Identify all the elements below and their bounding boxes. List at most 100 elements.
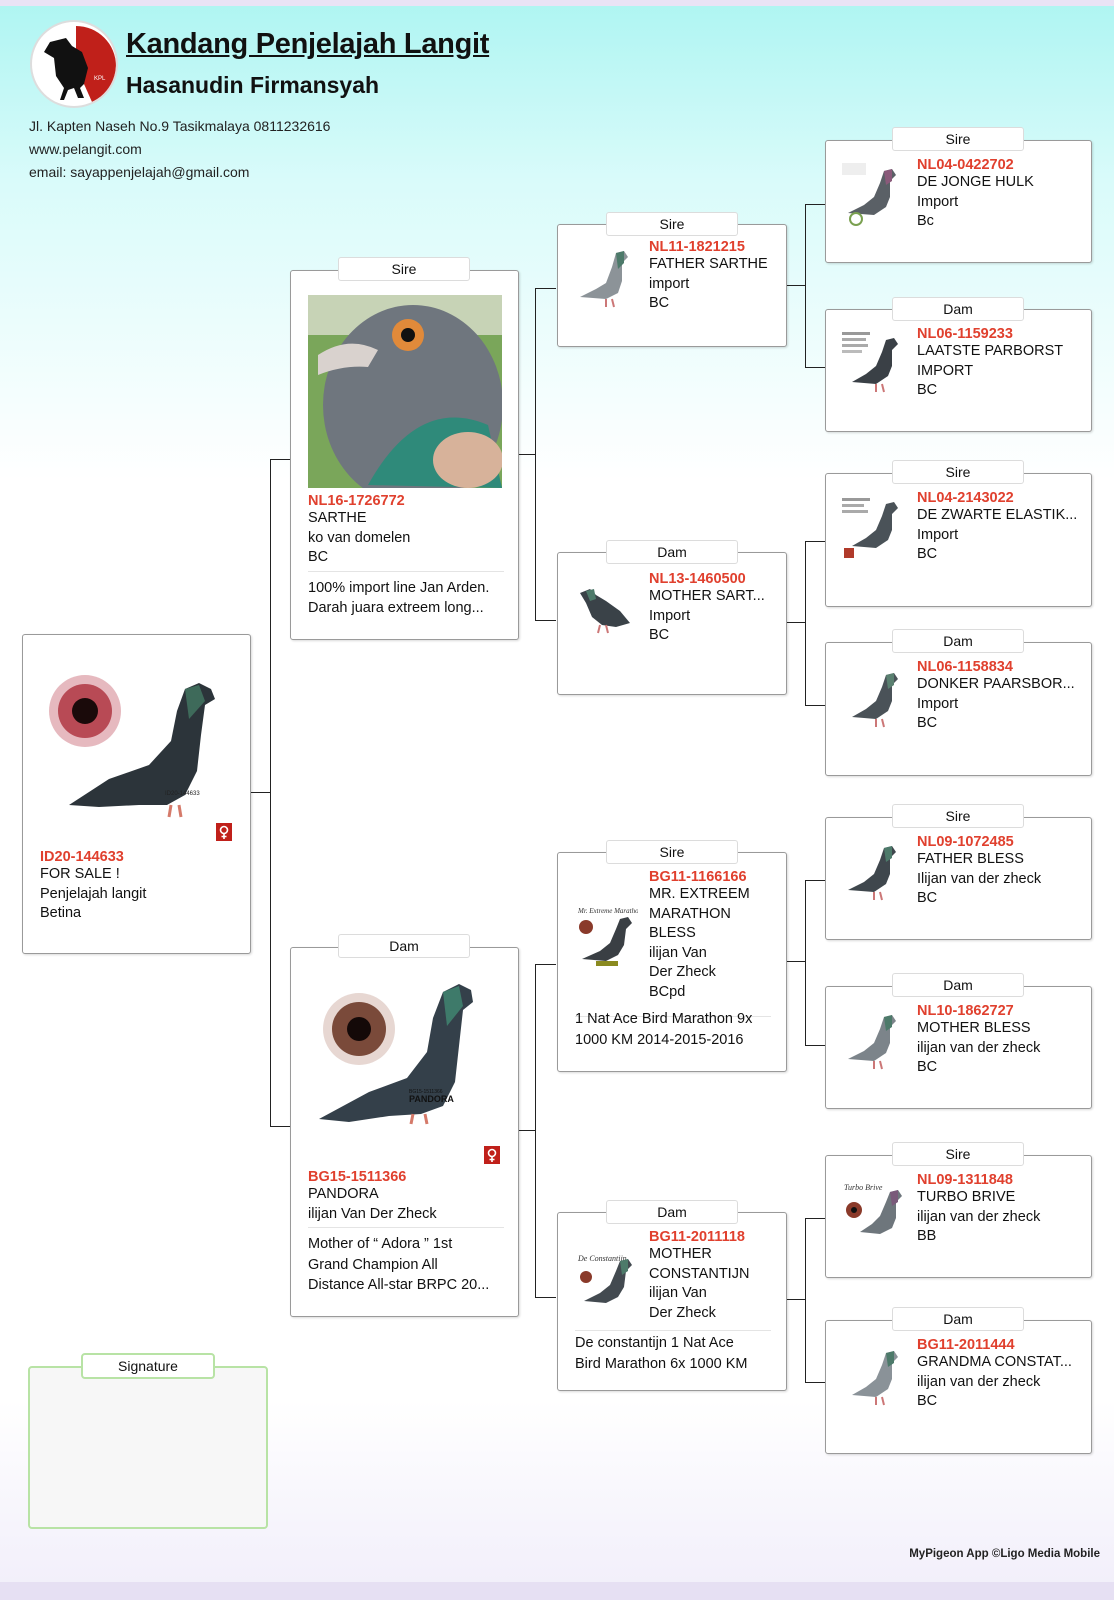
gen3-card-4[interactable]: NL06-1158834 DONKER PAARSBOR... Import B… bbox=[825, 642, 1092, 776]
pigeon-line: import bbox=[649, 275, 690, 292]
ring-number: NL09-1311848 bbox=[917, 1172, 1013, 1188]
ring-number: BG11-2011444 bbox=[917, 1337, 1015, 1353]
ring-number: NL13-1460500 bbox=[649, 571, 746, 587]
signature-box[interactable] bbox=[28, 1366, 268, 1529]
divider bbox=[575, 1330, 771, 1331]
subject-card[interactable]: ID20-144633 ID20-144633 FOR SALE ! Penje… bbox=[22, 634, 251, 954]
pigeon-line: ilijan van der zheck bbox=[917, 1373, 1041, 1390]
pigeon-line: Import bbox=[917, 526, 959, 543]
connector bbox=[270, 459, 271, 1127]
ring-number: NL04-0422702 bbox=[917, 157, 1014, 173]
pigeon-line: ilijan Van Der Zheck bbox=[308, 1205, 437, 1222]
subject-pigeon-photo: ID20-144633 bbox=[49, 675, 215, 818]
connector bbox=[805, 705, 826, 706]
divider bbox=[308, 570, 504, 572]
website-link[interactable]: www.pelangit.com bbox=[29, 141, 142, 157]
connector bbox=[805, 1218, 806, 1383]
ring-number: BG15-1511366 bbox=[308, 1169, 407, 1185]
dam-sire-card[interactable]: Mr. Extreme Marathon Bless BG11-1166166 … bbox=[557, 852, 787, 1072]
pigeon-line: MARATHON bbox=[649, 905, 731, 922]
dam-tag: Dam bbox=[338, 934, 470, 958]
dam-tag: Dam bbox=[606, 540, 738, 564]
pigeon-line: ilijan Van bbox=[649, 944, 707, 961]
pigeon-line: Betina bbox=[40, 905, 82, 921]
pigeon-line: ilijan van der zheck bbox=[917, 1208, 1041, 1225]
gen3-card-8[interactable]: BG11-2011444 GRANDMA CONSTAT... ilijan v… bbox=[825, 1320, 1092, 1454]
pigeon-line: BC bbox=[917, 890, 938, 906]
pigeon-line: MOTHER SART... bbox=[649, 588, 765, 604]
sire-tag: Sire bbox=[892, 460, 1024, 484]
pigeon-line: BC bbox=[308, 549, 329, 565]
gen3-card-7[interactable]: Turbo Brive NL09-1311848 TURBO BRIVE ili… bbox=[825, 1155, 1092, 1278]
pigeon-note: Grand Champion All bbox=[308, 1256, 438, 1273]
ring-number: NL10-1862727 bbox=[917, 1003, 1014, 1019]
pigeon-line: GRANDMA CONSTAT... bbox=[917, 1354, 1072, 1370]
loft-logo: KPL bbox=[30, 20, 118, 108]
pigeon-line: BCpd bbox=[649, 983, 686, 1000]
pigeon-line: Bc bbox=[917, 213, 934, 229]
sire-tag: Sire bbox=[892, 127, 1024, 151]
connector bbox=[786, 961, 806, 962]
pigeon-thumbnail bbox=[852, 673, 898, 728]
pigeon-line: BC bbox=[917, 382, 938, 398]
connector bbox=[518, 1130, 536, 1131]
owner-name: Hasanudin Firmansyah bbox=[126, 72, 380, 98]
female-icon bbox=[216, 823, 232, 841]
ring-number: NL06-1159233 bbox=[917, 326, 1013, 342]
dam-dam-card[interactable]: De Constantijn BG11-2011118 MOTHER CONST… bbox=[557, 1212, 787, 1391]
photo-ring: BG15-1511366 bbox=[409, 1089, 443, 1095]
pigeon-line: BC bbox=[917, 1059, 938, 1075]
connector bbox=[535, 1297, 556, 1298]
connector bbox=[535, 620, 556, 621]
pigeon-line: ilijan Van bbox=[649, 1285, 707, 1301]
connector bbox=[270, 1126, 291, 1127]
signature-label: Signature bbox=[81, 1353, 215, 1379]
connector bbox=[535, 964, 536, 1298]
sire-sire-card[interactable]: NL11-1821215 FATHER SARTHE import BC bbox=[557, 224, 787, 347]
pigeon-line: SARTHE bbox=[308, 510, 367, 526]
loft-title: Kandang Penjelajah Langit bbox=[126, 28, 490, 60]
ring-number: NL11-1821215 bbox=[649, 239, 745, 255]
pigeon-line: BC bbox=[917, 1393, 938, 1409]
pigeon-line: FATHER SARTHE bbox=[649, 256, 768, 272]
connector bbox=[805, 880, 826, 881]
connector bbox=[805, 204, 806, 368]
sire-tag: Sire bbox=[606, 840, 738, 864]
pigeon-thumbnail: Turbo Brive bbox=[844, 1183, 902, 1234]
pigeon-line: BC bbox=[917, 715, 938, 731]
pigeon-line: PANDORA bbox=[308, 1186, 379, 1202]
gen3-card-6[interactable]: NL10-1862727 MOTHER BLESS ilijan van der… bbox=[825, 986, 1092, 1109]
pigeon-line: Penjelajah langit bbox=[40, 885, 147, 902]
ring-number: NL04-2143022 bbox=[917, 490, 1014, 506]
top-strip bbox=[0, 0, 1114, 6]
connector bbox=[805, 541, 826, 542]
ring-number: NL09-1072485 bbox=[917, 834, 1014, 850]
pigeon-thumbnail bbox=[580, 589, 630, 634]
pigeon-line: FOR SALE ! bbox=[40, 866, 120, 882]
pigeon-line: CONSTANTIJN bbox=[649, 1265, 750, 1282]
pigeon-line: Der Zheck bbox=[649, 964, 716, 980]
pigeon-note: Bird Marathon 6x 1000 KM bbox=[575, 1355, 748, 1372]
pigeon-line: LAATSTE PARBORST bbox=[917, 343, 1064, 359]
dam-card[interactable]: PANDORA BG15-1511366 BG15-1511366 PANDOR… bbox=[290, 947, 519, 1317]
gen3-card-5[interactable]: NL09-1072485 FATHER BLESS Ilijan van der… bbox=[825, 817, 1092, 940]
dam-tag: Dam bbox=[892, 297, 1024, 321]
sire-pigeon-photo bbox=[308, 295, 502, 488]
sire-card[interactable]: NL16-1726772 SARTHE ko van domelen BC 10… bbox=[290, 270, 519, 640]
gen3-card-3[interactable]: NL04-2143022 DE ZWARTE ELASTIK... Import… bbox=[825, 473, 1092, 607]
gen3-card-2[interactable]: NL06-1159233 LAATSTE PARBORST IMPORT BC bbox=[825, 309, 1092, 432]
sire-dam-card[interactable]: NL13-1460500 MOTHER SART... Import BC bbox=[557, 552, 787, 695]
pigeon-thumbnail: Mr. Extreme Marathon Bless bbox=[577, 907, 638, 966]
connector bbox=[535, 288, 556, 289]
sire-tag: Sire bbox=[338, 257, 470, 281]
address-text: Jl. Kapten Naseh No.9 Tasikmalaya 081123… bbox=[29, 118, 331, 134]
pigeon-line: FATHER BLESS bbox=[917, 851, 1024, 867]
photo-caption: PANDORA bbox=[409, 1094, 454, 1104]
pigeon-line: Import bbox=[917, 193, 959, 210]
pigeon-line: BC bbox=[649, 627, 670, 643]
connector bbox=[805, 880, 806, 1046]
pigeon-note: 1 Nat Ace Bird Marathon 9x bbox=[575, 1011, 753, 1027]
gen3-card-1[interactable]: NL04-0422702 DE JONGE HULK Import Bc bbox=[825, 140, 1092, 263]
email-text: email: sayappenjelajah@gmail.com bbox=[29, 164, 250, 180]
photo-caption: De Constantijn bbox=[577, 1254, 627, 1263]
